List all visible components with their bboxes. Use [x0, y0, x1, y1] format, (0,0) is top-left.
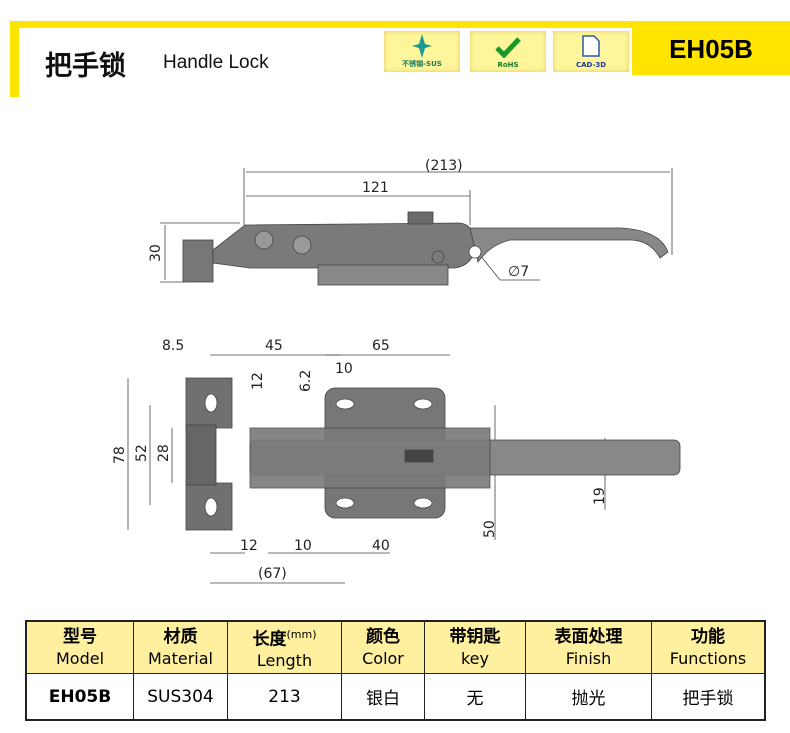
model-code: EH05B — [632, 21, 790, 75]
dim-height: 30 — [148, 244, 164, 262]
dim-45: 45 — [265, 338, 283, 354]
dim-67: (67) — [258, 566, 287, 582]
dim-12-bottom: 12 — [240, 538, 258, 554]
dim-50: 50 — [482, 520, 498, 538]
badge-cad: CAD-3D — [553, 31, 629, 72]
dim-6-2: 6.2 — [298, 370, 314, 392]
cell-model: EH05B — [25, 673, 134, 721]
dim-12-vertical: 12 — [250, 372, 266, 390]
document-icon — [582, 35, 600, 57]
dim-52: 52 — [134, 444, 150, 462]
title-chinese: 把手锁 — [45, 51, 126, 82]
side-view: (213) 121 30 ∅7 — [148, 158, 673, 286]
dim-28: 28 — [156, 444, 172, 462]
header-left-bar — [10, 21, 19, 97]
dim-8-5: 8.5 — [162, 338, 184, 354]
badge-stainless: 不锈钢-SUS — [384, 31, 460, 72]
dim-40: 40 — [372, 538, 390, 554]
table-row: EH05B SUS304 213 银白 无 抛光 把手锁 — [25, 673, 766, 721]
cell-key: 无 — [424, 673, 526, 721]
cell-color: 银白 — [341, 673, 425, 721]
header-length: 长度(mm)Length — [227, 620, 342, 674]
dim-78: 78 — [112, 446, 128, 464]
dim-10-bottom: 10 — [294, 538, 312, 554]
dim-pivot-length: 121 — [362, 180, 389, 196]
technical-drawing: (213) 121 30 ∅7 8.5 45 65 10 12 6.2 78 5… — [112, 158, 681, 584]
dim-10-top: 10 — [335, 361, 353, 377]
dim-19: 19 — [592, 487, 608, 505]
badge-label: CAD-3D — [575, 61, 607, 69]
top-view: 8.5 45 65 10 12 6.2 78 52 28 50 19 12 10… — [112, 338, 681, 584]
dim-65: 65 — [372, 338, 390, 354]
badge-label: 不锈钢-SUS — [402, 60, 442, 68]
star-icon — [412, 34, 432, 58]
cell-material: SUS304 — [133, 673, 228, 721]
badge-label: RoHS — [497, 61, 519, 69]
dim-overall-length: (213) — [425, 158, 463, 174]
check-icon — [495, 37, 521, 59]
cell-length: 213 — [227, 673, 342, 721]
cell-functions: 把手锁 — [651, 673, 766, 721]
header-top-bar — [10, 21, 790, 28]
cell-finish: 抛光 — [525, 673, 652, 721]
title-english: Handle Lock — [163, 52, 269, 73]
badge-rohs: RoHS — [470, 31, 546, 72]
dim-hole: ∅7 — [508, 264, 529, 280]
